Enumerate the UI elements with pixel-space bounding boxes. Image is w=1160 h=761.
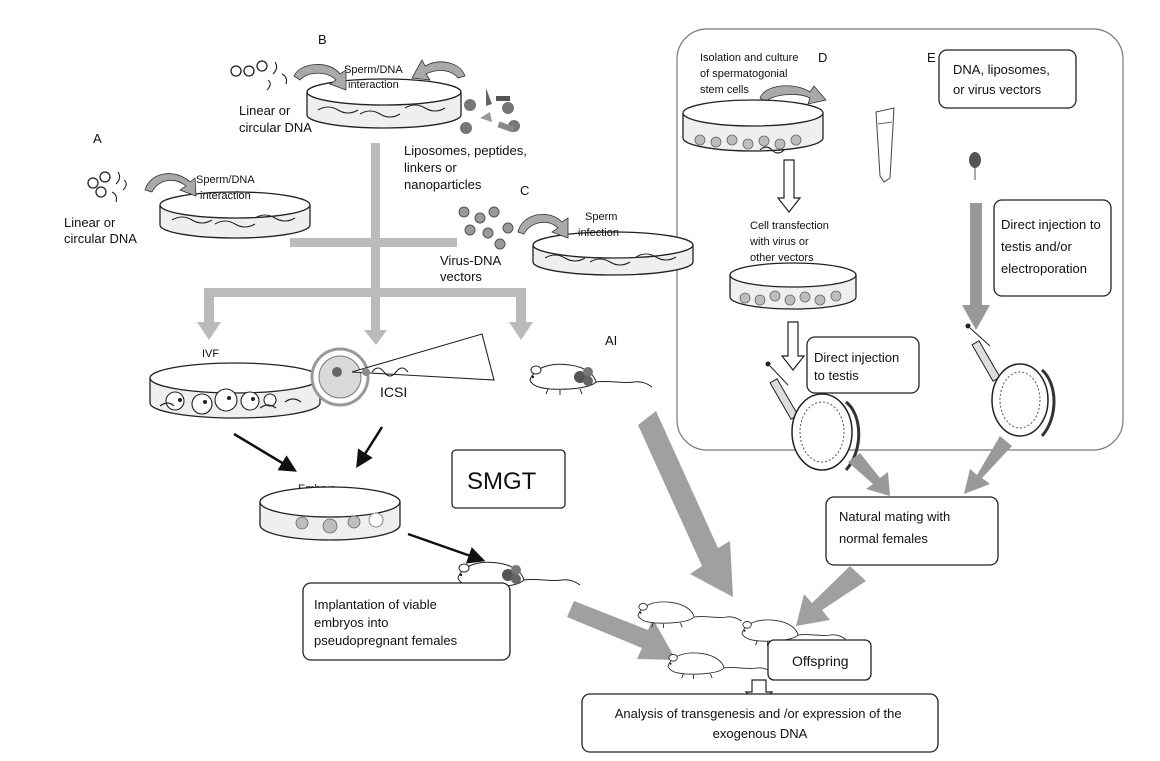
- implantation-box: [302, 582, 511, 661]
- arrow-d-1: [776, 159, 802, 213]
- dish-c: [532, 231, 694, 276]
- ai-mouse-icon: [529, 363, 653, 396]
- implantation-text: Implantation of viable embryos into pseu…: [314, 597, 458, 648]
- stem-cell-dish-1: [682, 99, 824, 154]
- arrow-to-ivf: [197, 297, 221, 340]
- horizontal-merge-line: [290, 238, 457, 247]
- distribution-line: [204, 288, 526, 297]
- dna-liposomes-text: DNA, liposomes, or virus vectors: [953, 62, 1053, 97]
- curved-arrow-d: [759, 85, 827, 105]
- nanoparticles-icon: [460, 88, 520, 134]
- dna-liposomes-box: [938, 49, 1077, 109]
- direct-injection-e-box: [993, 199, 1112, 297]
- letter-b: B: [318, 32, 327, 47]
- offspring-label: Offspring: [792, 653, 849, 669]
- analysis-box: [581, 693, 939, 753]
- letter-a: A: [93, 131, 102, 146]
- virus-dna-label: Virus-DNA vectors: [440, 253, 504, 284]
- natural-mating-text: Natural mating with normal females: [839, 509, 954, 546]
- virus-icon: [458, 206, 514, 250]
- arrow-ivf-to-embryo: [233, 432, 298, 472]
- liposomes-label: Liposomes, peptides, linkers or nanopart…: [404, 143, 530, 192]
- direct-injection-d-text: Direct injection to testis: [814, 350, 903, 383]
- curved-arrow-b-right: [411, 59, 466, 81]
- arrow-to-ai: [509, 297, 533, 340]
- natural-mating-box: [825, 496, 999, 566]
- icsi-pipette: [351, 333, 495, 381]
- vertical-merge-line: [371, 143, 380, 318]
- ai-label: AI: [605, 333, 617, 348]
- arrow-icsi-to-embryo: [356, 426, 384, 468]
- letter-e: E: [927, 50, 936, 65]
- direct-injection-e-text: Direct injection to testis and/or electr…: [1001, 217, 1104, 276]
- smgt-box: [451, 449, 566, 509]
- testis-e-icon: [991, 363, 1056, 437]
- ivf-dish: [149, 362, 321, 419]
- embryo-dish: [259, 486, 401, 541]
- letter-d: D: [818, 50, 827, 65]
- arrow-e-to-mating: [964, 436, 1012, 494]
- smgt-title: SMGT: [467, 468, 537, 495]
- offspring-box: [767, 639, 872, 681]
- arrow-embryo-to-implantation: [407, 532, 486, 564]
- dna-label-b: Linear or circular DNA: [239, 103, 312, 135]
- icsi-label: ICSI: [380, 384, 407, 400]
- analysis-text: Analysis of transgenesis and /or express…: [615, 706, 906, 741]
- isolation-label: Isolation and culture of spermatogonial …: [700, 52, 802, 96]
- dna-drop-icon: [969, 152, 981, 180]
- syringe-e-icon: [965, 323, 1001, 382]
- implantation-mouse-icon: [457, 561, 581, 594]
- arrow-ai-to-offspring: [638, 411, 733, 597]
- arrow-to-icsi: [364, 318, 387, 345]
- offspring-mouse-3: [667, 652, 773, 680]
- test-tube-icon: [875, 107, 895, 183]
- dna-label-a: Linear or circular DNA: [64, 215, 137, 246]
- arrow-implantation-to-offspring: [567, 601, 676, 660]
- curved-arrow-b-left: [293, 64, 347, 91]
- dish-a: [159, 191, 311, 239]
- sperm-dna-label-a: Sperm/DNA interaction: [196, 174, 257, 202]
- icsi-oocyte: [310, 347, 370, 407]
- sperm-infection-label: Sperm infection: [578, 211, 620, 239]
- arrow-d-2: [780, 321, 806, 371]
- dna-icon-a: [87, 171, 127, 203]
- curved-arrow-a: [144, 173, 197, 197]
- cell-transfection-label: Cell transfection with virus or other ve…: [749, 220, 832, 264]
- testis-d-icon: [791, 393, 861, 472]
- sperm-dna-label-b: Sperm/DNA interaction: [344, 64, 405, 91]
- letter-c: C: [520, 183, 529, 198]
- direct-injection-d-box: [806, 336, 920, 394]
- arrow-mating-to-offspring: [796, 566, 866, 626]
- stem-cell-dish-2: [729, 262, 857, 310]
- ivf-label: IVF: [202, 348, 219, 360]
- arrow-d-to-mating: [848, 453, 890, 496]
- arrow-e: [962, 203, 990, 330]
- curved-arrow-c: [517, 213, 569, 239]
- dna-icon-b: [230, 60, 288, 91]
